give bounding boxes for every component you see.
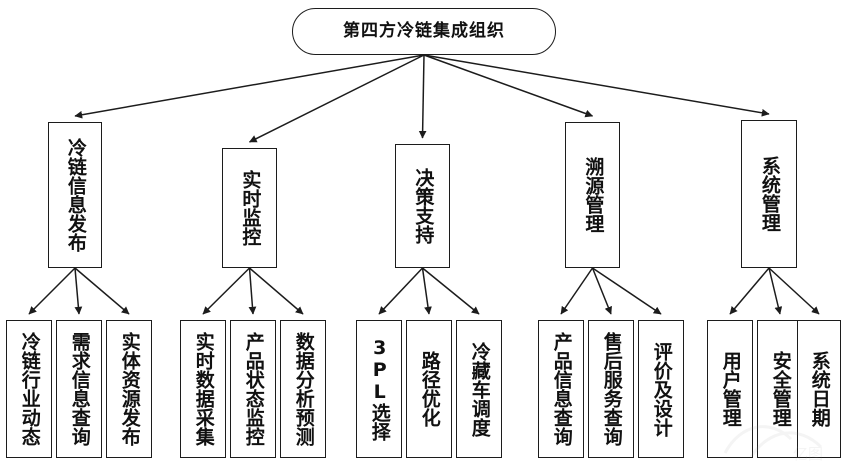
connector-arrow <box>560 267 594 315</box>
level3-node[interactable]: 系统日期 <box>797 320 841 458</box>
level3-node[interactable]: 路径优化 <box>406 320 452 458</box>
level3-node-label: 数据分析预测 <box>292 332 315 446</box>
level3-node-label: 实时数据采集 <box>192 332 215 446</box>
level3-node[interactable]: 评价及设计 <box>638 320 684 458</box>
level3-node-label: 需求信息查询 <box>68 332 91 446</box>
level2-node[interactable]: 系统管理 <box>741 120 797 268</box>
connector-arrow <box>248 54 425 143</box>
level3-node-label: 安全管理 <box>769 351 792 427</box>
level2-node[interactable]: 决策支持 <box>395 144 450 268</box>
level2-node[interactable]: 溯源管理 <box>565 122 620 268</box>
connector-arrow <box>249 267 304 315</box>
connector-arrow <box>421 267 432 315</box>
connector-arrow <box>423 54 594 118</box>
level3-node[interactable]: 数据分析预测 <box>280 320 326 458</box>
level3-node-label: 售后服务查询 <box>600 332 623 446</box>
connector-arrow <box>591 267 612 315</box>
connector-arrow <box>729 267 770 315</box>
level3-node[interactable]: 冷链行业动态 <box>6 320 52 458</box>
level3-node[interactable]: 用户管理 <box>707 320 753 458</box>
connector-arrow <box>768 267 783 315</box>
connector-arrow <box>28 267 76 315</box>
level3-node-label: 系统日期 <box>808 351 831 427</box>
level3-node[interactable]: 产品信息查询 <box>538 320 584 458</box>
connector-arrow <box>418 54 427 139</box>
connector-arrow <box>592 267 662 315</box>
level3-node-label: 产品状态监控 <box>242 332 265 446</box>
level2-node-label: 溯源管理 <box>582 157 605 233</box>
connector-arrow <box>768 267 820 315</box>
connector-arrow <box>74 267 130 315</box>
level2-node[interactable]: 冷链信息发布 <box>48 122 102 268</box>
level3-node-label: 产品信息查询 <box>550 332 573 446</box>
connector-arrow <box>74 54 425 119</box>
level3-node[interactable]: 需求信息查询 <box>56 320 102 458</box>
level3-node-label: 冷链行业动态 <box>18 332 41 446</box>
level3-node[interactable]: 3PL选择 <box>356 320 402 458</box>
level3-node-label: 实体资源发布 <box>118 332 141 446</box>
connector-arrow <box>74 267 83 315</box>
level2-node[interactable]: 实时监控 <box>222 148 277 268</box>
connector-arrow <box>422 267 480 315</box>
root-node-label: 第四方冷链集成组织 <box>343 21 505 41</box>
level2-node-label: 决策支持 <box>412 168 435 244</box>
level3-node[interactable]: 产品状态监控 <box>230 320 276 458</box>
level2-node-label: 冷链信息发布 <box>64 138 87 252</box>
connector-arrow <box>423 54 770 117</box>
level2-node-label: 系统管理 <box>758 156 781 232</box>
level3-node-label: 用户管理 <box>719 351 742 427</box>
connector-arrow <box>378 267 424 315</box>
level3-node-label: 3PL选择 <box>368 337 391 441</box>
connector-arrow <box>202 267 251 315</box>
root-node[interactable]: 第四方冷链集成组织 <box>292 8 556 55</box>
level3-node[interactable]: 冷藏车调度 <box>456 320 502 458</box>
level2-node-label: 实时监控 <box>239 170 262 246</box>
level3-node-label: 评价及设计 <box>650 341 673 437</box>
connector-arrow <box>248 267 257 315</box>
level3-node-label: 路径优化 <box>418 351 441 427</box>
level3-node-label: 冷藏车调度 <box>468 341 491 437</box>
level3-node[interactable]: 实时数据采集 <box>180 320 226 458</box>
level3-node[interactable]: 实体资源发布 <box>106 320 152 458</box>
level3-node[interactable]: 售后服务查询 <box>588 320 634 458</box>
